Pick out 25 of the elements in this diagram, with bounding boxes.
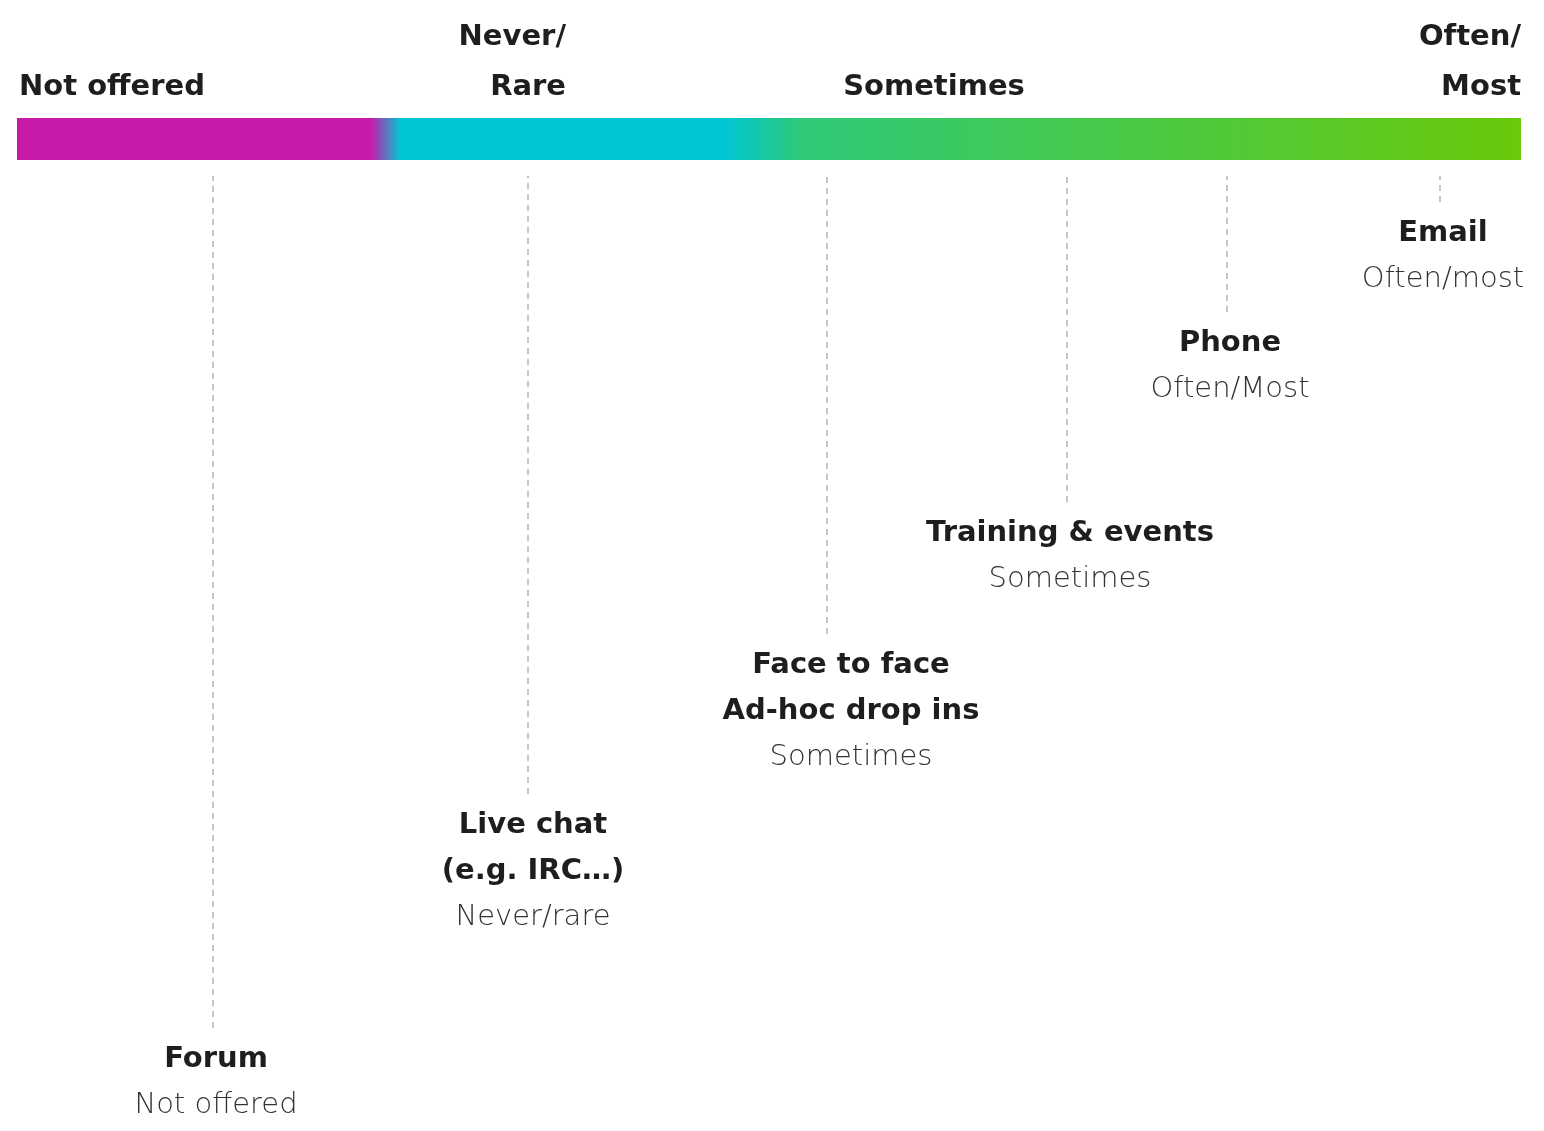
channel-name: Phone <box>1177 323 1283 360</box>
frequency-label: Not offered <box>134 1085 298 1122</box>
gradient-scale-bar <box>17 118 1521 160</box>
scale-label: Sometimes <box>843 67 1025 104</box>
frequency-label: Often/most <box>1361 259 1525 296</box>
channel-name: Forum <box>163 1039 269 1076</box>
channel-name: Training & events <box>926 513 1214 550</box>
leader-line <box>1439 175 1441 203</box>
leader-line <box>1226 175 1228 313</box>
channel-name: Email <box>1397 213 1489 250</box>
channel-name: Ad-hoc drop ins <box>722 691 980 728</box>
leader-line <box>826 175 828 635</box>
scale-label: Never/ Rare <box>457 17 566 104</box>
scale-label: Not offered <box>19 67 205 104</box>
frequency-label: Never/rare <box>454 897 612 934</box>
frequency-label: Often/Most <box>1150 369 1310 406</box>
leader-line <box>527 175 529 795</box>
frequency-label: Sometimes <box>768 737 934 774</box>
leader-line <box>1066 175 1068 503</box>
channel-name: Live chat <box>457 805 609 842</box>
channel-name: (e.g. IRC…) <box>441 851 625 888</box>
scale-label: Often/ Most <box>1417 17 1521 104</box>
leader-line <box>212 175 214 1029</box>
frequency-label: Sometimes <box>987 559 1153 596</box>
channel-name: Face to face <box>751 645 951 682</box>
